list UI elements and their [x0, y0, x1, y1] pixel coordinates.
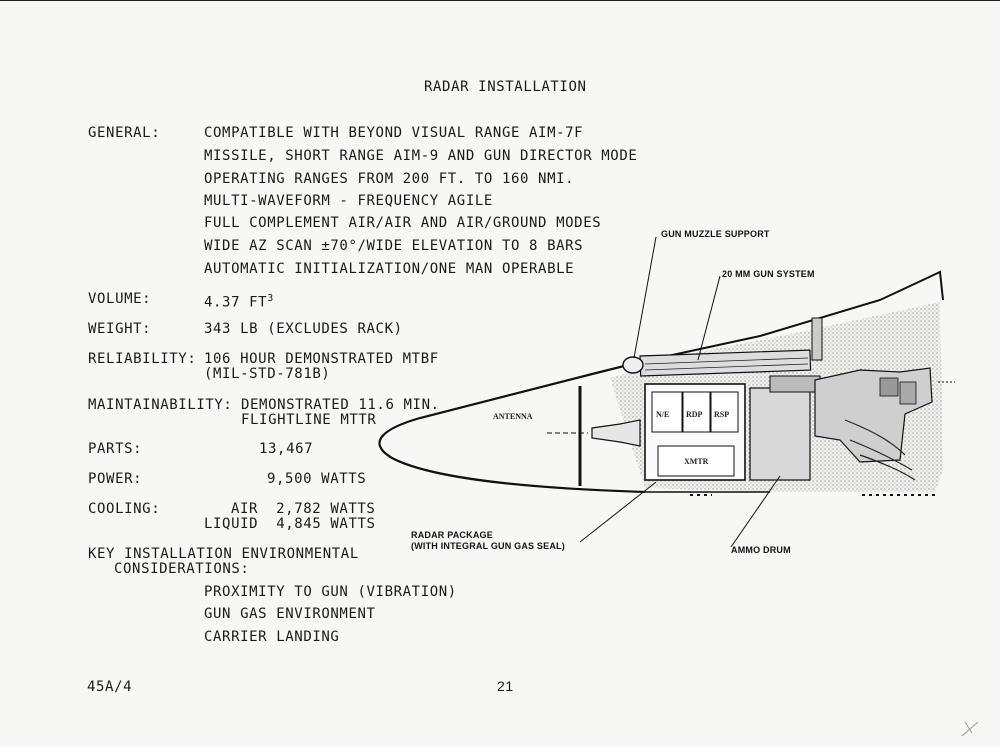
key-item: PROXIMITY TO GUN (VIBRATION) [204, 584, 457, 600]
power-value: 9,500 WATTS [267, 471, 367, 487]
label-radar-package-note: (WITH INTEGRAL GUN GAS SEAL) [411, 541, 565, 551]
label-gun-system: 20 MM GUN SYSTEM [722, 269, 815, 279]
box-ne-label: N/E [656, 410, 670, 419]
antenna-feed [591, 419, 641, 447]
parts-value: 13,467 [259, 441, 314, 457]
cooling-liquid: LIQUID 4,845 WATTS [204, 516, 376, 532]
label-radar-package: RADAR PACKAGE [411, 530, 493, 540]
box-xmtr-label: XMTR [684, 457, 709, 466]
weight-value: 343 LB (EXCLUDES RACK) [204, 321, 403, 337]
leader-radar-package [579, 481, 657, 543]
general-line: OPERATING RANGES FROM 200 FT. TO 160 NMI… [204, 171, 575, 187]
power-label: POWER: [88, 471, 143, 487]
doc-id: 45A/4 [87, 679, 133, 695]
cooling-air: AIR 2,782 WATTS [231, 501, 376, 517]
maintainability-value: DEMONSTRATED 11.6 MIN. [241, 397, 440, 413]
general-line: COMPATIBLE WITH BEYOND VISUAL RANGE AIM-… [204, 125, 584, 141]
key-considerations-label: KEY INSTALLATION ENVIRONMENTAL [88, 546, 359, 562]
key-item: GUN GAS ENVIRONMENT [204, 606, 376, 622]
top-border [0, 0, 1000, 1]
page-number: 21 [497, 678, 514, 694]
key-item: CARRIER LANDING [204, 629, 340, 645]
weight-label: WEIGHT: [88, 321, 152, 337]
general-line: AUTOMATIC INITIALIZATION/ONE MAN OPERABL… [204, 261, 575, 277]
general-line: MULTI-WAVEFORM - FREQUENCY AGILE [204, 193, 493, 209]
page-title: RADAR INSTALLATION [424, 79, 587, 95]
general-line: WIDE AZ SCAN ±70°/WIDE ELEVATION TO 8 BA… [204, 238, 584, 254]
box-rsp-label: RSP [714, 410, 730, 419]
general-line: MISSILE, SHORT RANGE AIM-9 AND GUN DIREC… [204, 148, 638, 164]
nose-radome [378, 360, 646, 494]
volume-value: 4.37 FT3 [204, 293, 274, 311]
leader-gun-muzzle [633, 236, 657, 359]
cooling-label: COOLING: [88, 501, 161, 517]
gun-muzzle [622, 356, 644, 374]
reliability-label: RELIABILITY: [88, 351, 197, 367]
ammo-drum [749, 387, 811, 481]
general-line: FULL COMPLEMENT AIR/AIR AND AIR/GROUND M… [204, 215, 602, 231]
label-gun-muzzle-support: GUN MUZZLE SUPPORT [661, 229, 770, 239]
parts-label: PARTS: [88, 441, 143, 457]
reliability-value: 106 HOUR DEMONSTRATED MTBF [204, 351, 439, 367]
upper-fuselage-line [639, 270, 944, 363]
general-label: GENERAL: [88, 125, 161, 141]
maintainability-mttr: FLIGHTLINE MTTR [241, 412, 377, 428]
label-antenna: ANTENNA [493, 412, 533, 421]
box-rdp-label: RDP [686, 410, 703, 419]
volume-label: VOLUME: [88, 291, 152, 307]
reliability-standard: (MIL-STD-781B) [204, 366, 331, 382]
label-ammo-drum: AMMO DRUM [731, 545, 791, 555]
leader-gun-system [697, 275, 721, 361]
key-considerations-label-cont: CONSIDERATIONS: [114, 561, 250, 577]
leader-ammo-drum [730, 475, 781, 548]
maintainability-label: MAINTAINABILITY: [88, 397, 233, 413]
